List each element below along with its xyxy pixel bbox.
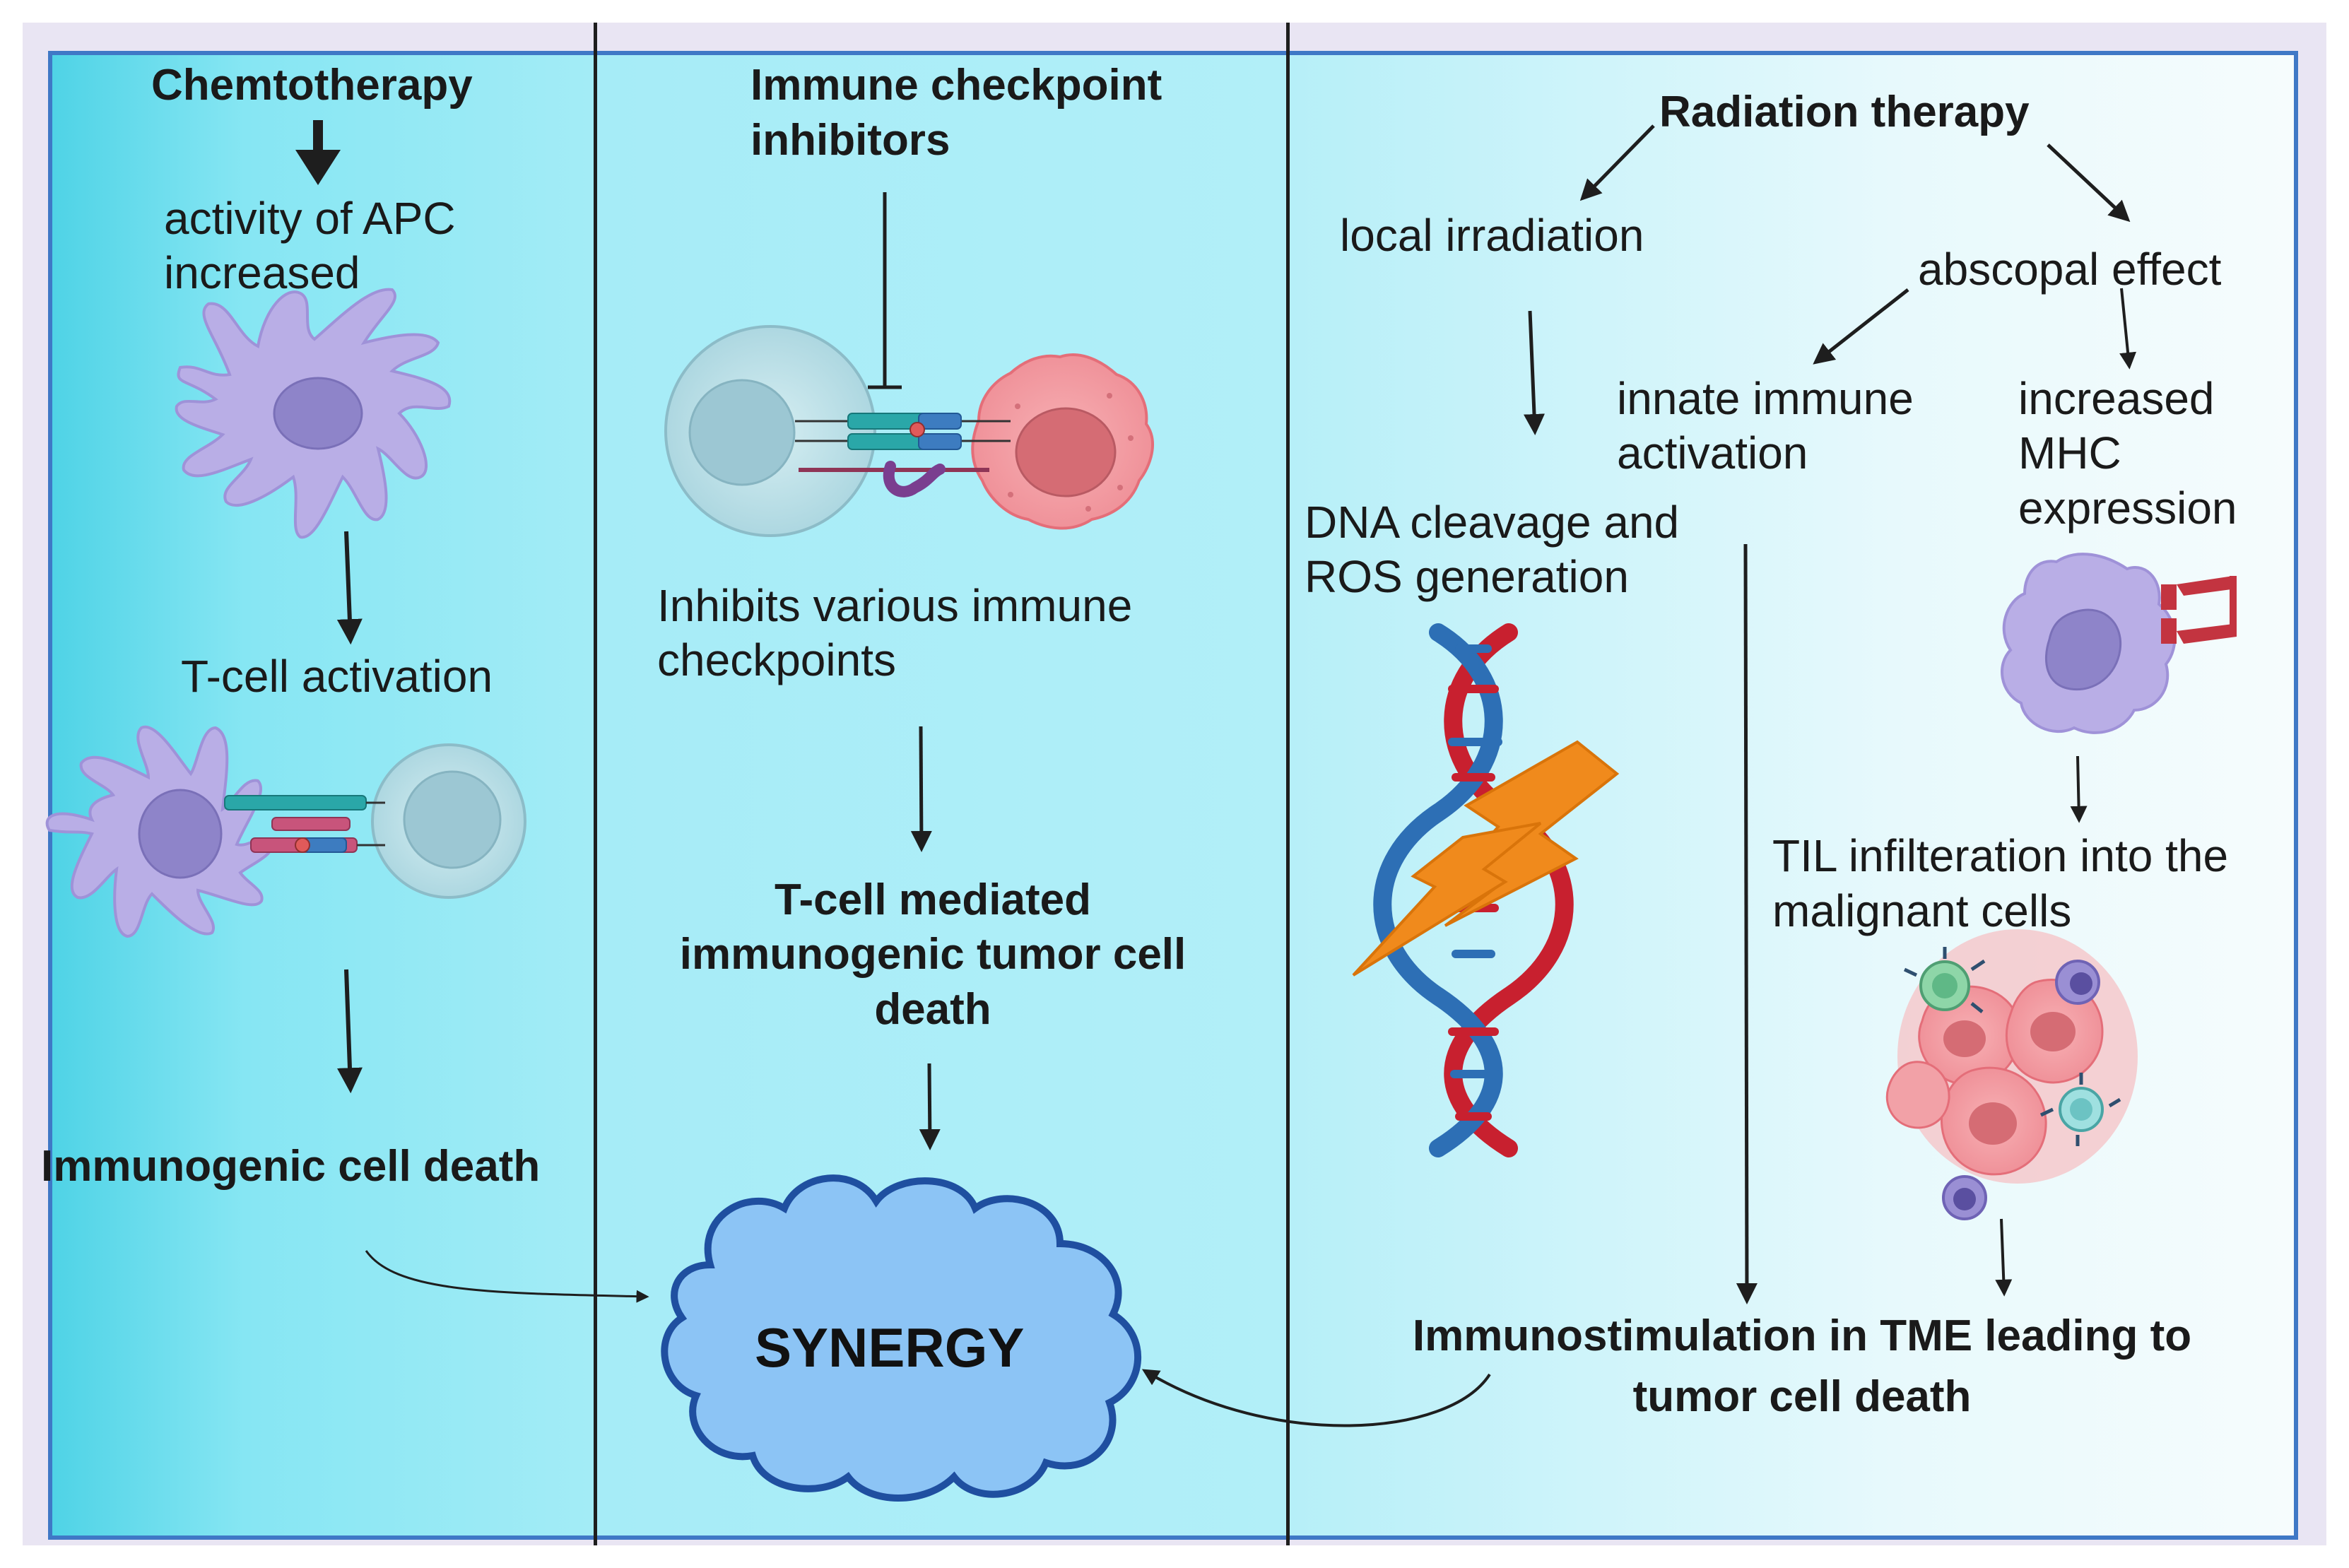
synergy-label: SYNERGY <box>755 1316 1025 1379</box>
apc-tcell-synapse-icon <box>45 725 526 938</box>
immunostimulation-line1: Immunostimulation in TME leading to <box>1412 1311 2192 1360</box>
tcell-mediated-death-line2: immunogenic tumor cell <box>679 930 1187 979</box>
tcell-mediated-death-line3: death <box>874 985 991 1034</box>
dna-cleavage-line2: ROS generation <box>1305 551 1629 602</box>
til-tumor-cluster-icon <box>1885 929 2138 1220</box>
mhc-expressing-cell-icon <box>2001 553 2237 734</box>
tcell-activation-label: T-cell activation <box>181 651 493 702</box>
divider-left <box>594 23 597 1545</box>
tcell-mediated-death-line1: T-cell mediated <box>775 876 1091 924</box>
til-infiltration-line1: TIL infilteration into the <box>1772 830 2229 881</box>
checkpoint-desc-line1: Inhibits various immune <box>657 580 1133 631</box>
checkpoint-inhibition-symbol <box>868 192 902 389</box>
tcell-tumor-interaction-icon <box>664 325 1154 537</box>
til-infiltration-line2: malignant cells <box>1772 885 2072 936</box>
apc-activity-label-line2: increased <box>164 247 360 298</box>
chemotherapy-title: Chemtotherapy <box>151 61 473 110</box>
mhc-expression-line2: MHC <box>2018 428 2121 478</box>
checkpoint-title-line1: Immune checkpoint <box>750 61 1162 110</box>
apc-cell-icon <box>175 288 452 539</box>
apc-activity-label-line1: activity of APC <box>164 193 456 244</box>
checkpoint-desc-line2: checkpoints <box>657 635 896 685</box>
immunogenic-cell-death-label: Immunogenic cell death <box>41 1142 541 1191</box>
synergy-cloud-icon <box>661 1174 1141 1502</box>
mhc-expression-line1: increased <box>2018 373 2215 424</box>
abscopal-effect-label: abscopal effect <box>1918 244 2222 295</box>
dna-cleavage-line1: DNA cleavage and <box>1305 497 1680 548</box>
radiation-title: Radiation therapy <box>1659 88 2030 136</box>
local-irradiation-label: local irradiation <box>1340 210 1644 261</box>
mhc-expression-line3: expression <box>2018 483 2237 534</box>
innate-activation-line2: activation <box>1617 428 1808 478</box>
divider-right <box>1286 23 1290 1545</box>
checkpoint-title-line2: inhibitors <box>750 116 950 165</box>
chemo-down-arrow <box>295 120 341 185</box>
innate-activation-line1: innate immune <box>1617 373 1914 424</box>
dna-damage-icon <box>1352 623 1620 1157</box>
immunostimulation-line2: tumor cell death <box>1632 1372 1972 1421</box>
